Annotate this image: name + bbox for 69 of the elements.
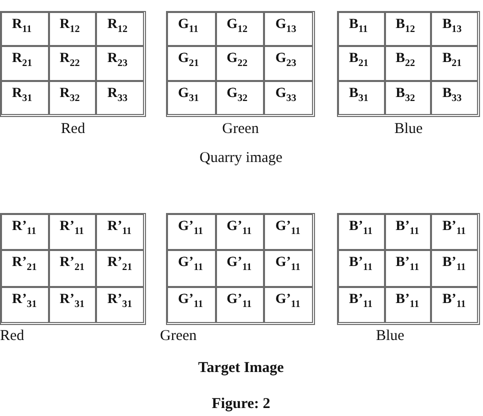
- table-cell: G’$_{11}$: [216, 250, 264, 287]
- image-title: Quarry image: [200, 150, 282, 167]
- table-cell: R’$_{11}$: [48, 214, 96, 250]
- table-cell: R’$_{21}$: [1, 250, 49, 287]
- table-cell: R$_{31}$: [1, 80, 49, 115]
- table-cell: R’$_{11}$: [1, 214, 49, 250]
- table-cell: B$_{12}$: [384, 12, 432, 46]
- table-cell: G$_{33}$: [264, 80, 313, 115]
- channel-label: Red: [0, 328, 24, 345]
- table-cell: G’$_{11}$: [264, 250, 313, 287]
- table-cell: B$_{22}$: [384, 46, 432, 81]
- table-cell: G$_{23}$: [264, 46, 313, 81]
- table-cell: G$_{11}$: [167, 12, 216, 46]
- table-cell: G’$_{11}$: [167, 286, 216, 323]
- channel-label: Blue: [376, 328, 404, 345]
- table-cell: B$_{21}$: [431, 46, 478, 81]
- table-cell: R$_{23}$: [96, 46, 144, 81]
- table-cell: G$_{31}$: [167, 80, 216, 115]
- table-cell: R$_{33}$: [96, 80, 144, 115]
- table-cell: R’$_{21}$: [48, 250, 96, 287]
- grid-table: [337, 11, 480, 117]
- table-cell: B$_{21}$: [338, 46, 385, 81]
- figure-caption: Figure: 2: [212, 396, 270, 413]
- table-cell: R’$_{11}$: [96, 214, 144, 250]
- table-cell: R’$_{21}$: [96, 250, 144, 287]
- table-cell: B’$_{11}$: [431, 250, 478, 287]
- table-cell: B’$_{11}$: [338, 286, 385, 323]
- table-cell: R$_{11}$: [1, 12, 49, 46]
- table-cell: B$_{11}$: [338, 12, 385, 46]
- table-cell: G’$_{11}$: [216, 214, 264, 250]
- grid-table: [337, 213, 480, 325]
- table-cell: B’$_{11}$: [338, 214, 385, 250]
- table-cell: G$_{32}$: [216, 80, 264, 115]
- table-cell: G$_{13}$: [264, 12, 313, 46]
- table-cell: B’$_{11}$: [431, 214, 478, 250]
- table-cell: G’$_{11}$: [264, 214, 313, 250]
- table-cell: G’$_{11}$: [167, 250, 216, 287]
- table-cell: B’$_{11}$: [431, 286, 478, 323]
- channel-label: Green: [160, 328, 197, 345]
- table-cell: B’$_{11}$: [384, 214, 432, 250]
- grid-table: [0, 213, 146, 325]
- channel-label: Red: [60, 121, 86, 138]
- table-cell: B$_{31}$: [338, 80, 385, 115]
- table-cell: G’$_{11}$: [264, 286, 313, 323]
- image-title: Target Image: [198, 360, 284, 377]
- grid-table: [166, 213, 315, 325]
- table-cell: B’$_{11}$: [338, 250, 385, 287]
- table-cell: B’$_{11}$: [384, 250, 432, 287]
- table-cell: R$_{12}$: [48, 12, 96, 46]
- table-cell: R$_{32}$: [48, 80, 96, 115]
- grid-table: [166, 11, 315, 117]
- channel-label: Green: [222, 121, 259, 138]
- table-cell: G$_{22}$: [216, 46, 264, 81]
- table-cell: B$_{33}$: [431, 80, 478, 115]
- table-cell: G$_{12}$: [216, 12, 264, 46]
- table-cell: G’$_{11}$: [216, 286, 264, 323]
- table-cell: R$_{21}$: [1, 46, 49, 81]
- grid-table: [0, 11, 146, 117]
- table-cell: R$_{22}$: [48, 46, 96, 81]
- table-cell: B$_{13}$: [431, 12, 478, 46]
- table-cell: R’$_{31}$: [96, 286, 144, 323]
- table-cell: R$_{12}$: [96, 12, 144, 46]
- table-cell: R’$_{31}$: [48, 286, 96, 323]
- table-cell: G$_{21}$: [167, 46, 216, 81]
- channel-label: Blue: [394, 121, 423, 138]
- table-cell: B’$_{11}$: [384, 286, 432, 323]
- table-cell: R’$_{31}$: [1, 286, 49, 323]
- table-cell: G’$_{11}$: [167, 214, 216, 250]
- table-cell: B$_{32}$: [384, 80, 432, 115]
